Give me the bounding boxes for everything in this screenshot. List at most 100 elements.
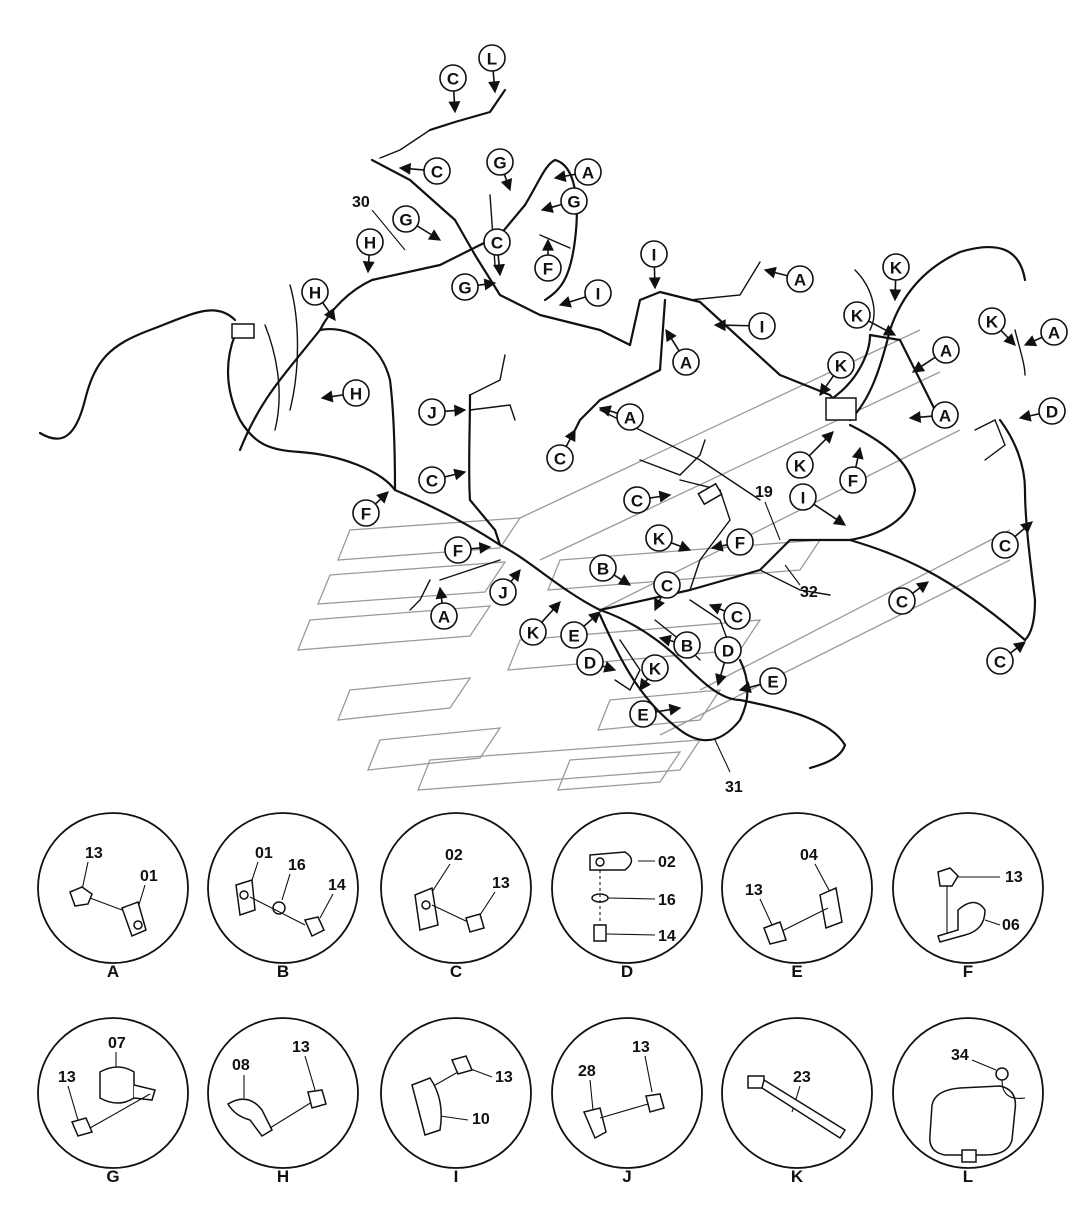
callout-letter: C [661, 577, 673, 596]
callout-letter: J [427, 404, 436, 423]
tie-head [747, 1075, 765, 1089]
bolt-head [69, 886, 93, 907]
callout-circle [560, 187, 588, 215]
detail-b-part-3: 14 [328, 877, 346, 894]
callout-arrow-head [362, 261, 375, 274]
callout-arrow-head [1003, 333, 1016, 346]
callout-circle [789, 483, 817, 511]
callout-arrow-line [825, 374, 835, 388]
callout-letter: K [649, 660, 662, 679]
harness-wiring [38, 88, 1037, 770]
callout-e: E [738, 667, 787, 695]
callout-letter: C [994, 653, 1006, 672]
callout-arrow-head [639, 677, 651, 692]
callout-arrow-head [915, 581, 930, 594]
callout-circle [444, 536, 472, 564]
callout-letter: I [760, 318, 765, 337]
lamp-base [961, 1149, 977, 1163]
callout-circle [1040, 318, 1068, 346]
callout-letter: D [584, 654, 596, 673]
callout-k: K [882, 253, 910, 302]
callout-arrow-head [908, 411, 922, 424]
callout-g: G [392, 205, 442, 241]
connector [231, 323, 255, 339]
callout-circle [439, 64, 467, 92]
callout-letter: C [431, 163, 443, 182]
callout-c: C [991, 521, 1034, 559]
callout-circle [986, 647, 1014, 675]
callout-letter: A [624, 409, 636, 428]
bolt [303, 916, 325, 938]
part-number-32: 32 [800, 584, 818, 601]
callout-circle [489, 578, 517, 606]
callout-arrow-line [540, 608, 554, 624]
callout-letter: K [794, 457, 807, 476]
callout-i: I [558, 279, 612, 308]
connector [697, 482, 723, 506]
callout-circle [519, 618, 547, 646]
detail-a-part-1: 13 [85, 845, 103, 862]
callout-k: K [519, 601, 561, 646]
callout-h: H [301, 278, 336, 322]
detail-j-part-2: 13 [632, 1039, 650, 1056]
callout-a: A [598, 403, 644, 431]
callout-letter: D [1046, 403, 1058, 422]
callout-c: C [439, 64, 467, 114]
callout-circle [641, 654, 669, 682]
callout-arrow-line [719, 661, 726, 676]
callout-c: C [546, 428, 576, 472]
callout-letter: K [835, 357, 848, 376]
callout-letter: E [568, 627, 579, 646]
callout-c: C [986, 641, 1027, 675]
callout-arrow-head [617, 574, 632, 586]
callout-circle [560, 621, 588, 649]
callout-arrow-head [553, 170, 567, 182]
callout-c: C [483, 228, 511, 277]
detail-b-part-1: 01 [255, 845, 273, 862]
detail-d-part-3: 14 [658, 928, 676, 945]
bolt-head [763, 921, 787, 945]
callout-k: K [645, 524, 692, 552]
detail-d-label: D [621, 962, 633, 981]
detail-h-label: H [277, 1167, 289, 1186]
bracket [582, 1107, 607, 1140]
callout-arrow-line [774, 271, 789, 277]
callout-i: I [640, 240, 668, 290]
callout-a: A [908, 401, 959, 429]
callout-circle [576, 648, 604, 676]
callout-arrow-line [443, 409, 456, 413]
detail-view-k: 23 K [721, 1017, 873, 1186]
callout-letter: C [631, 492, 643, 511]
clamp [226, 1098, 273, 1137]
callout-circle [645, 524, 673, 552]
callout-letter: C [491, 234, 503, 253]
callout-arrow-head [819, 382, 831, 397]
detail-view-e: 04 13 E [721, 812, 873, 981]
callout-arrow-head [454, 404, 467, 417]
callout-arrow-head [427, 229, 442, 241]
detail-c-part-1: 02 [445, 847, 463, 864]
callout-arrow-head [710, 539, 724, 552]
detail-a-part-2: 01 [140, 868, 158, 885]
part-number-30: 30 [352, 194, 370, 211]
callout-circle [843, 301, 871, 329]
callout-letter: K [851, 307, 864, 326]
callout-arrow-line [807, 438, 827, 458]
callout-k: K [639, 654, 669, 692]
callout-arrow-head [453, 468, 467, 481]
callout-arrow-head [648, 277, 661, 290]
callout-c: C [653, 571, 681, 612]
callout-circle [546, 444, 574, 472]
callout-j: J [418, 398, 467, 426]
callout-circle [616, 403, 644, 431]
callout-letter: A [438, 608, 450, 627]
callout-letter: A [680, 354, 692, 373]
clamp [819, 886, 843, 930]
callout-a: A [1023, 318, 1068, 347]
callout-circle [342, 379, 370, 407]
callout-arrow-head [435, 586, 448, 600]
detail-l-label: L [963, 1167, 973, 1186]
callout-c: C [623, 486, 672, 514]
callout-arrow-head [548, 601, 561, 614]
